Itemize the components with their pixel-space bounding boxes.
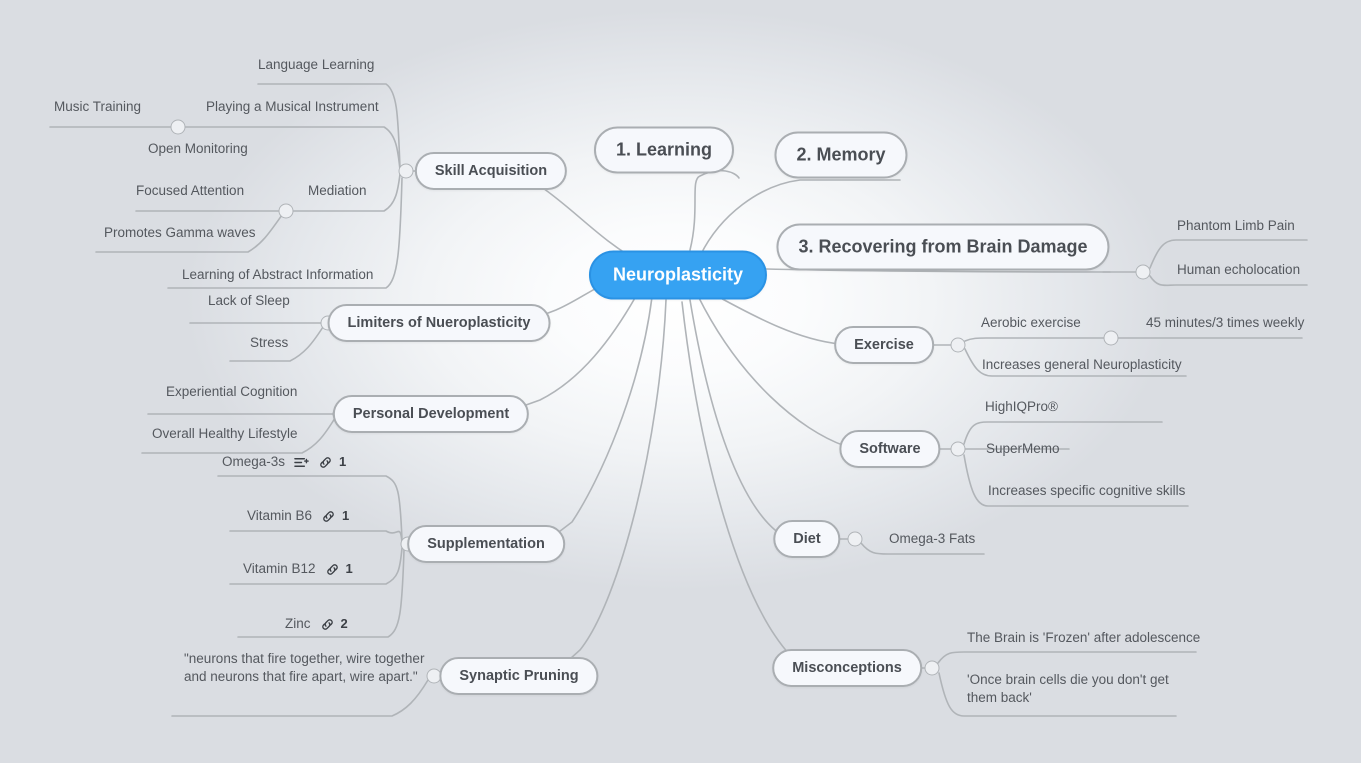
leaf-focused-attention[interactable]: Focused Attention <box>136 183 245 198</box>
leaf-learning-of-abstract-information[interactable]: Learning of Abstract Information <box>182 267 374 282</box>
leaf-music-training[interactable]: Music Training <box>54 99 142 114</box>
topic-node-recovering-from-brain-damage[interactable]: 3. Recovering from Brain Damage <box>776 223 1110 271</box>
topic-node-learning[interactable]: 1. Learning <box>593 126 735 174</box>
collapse-handle-playing-instrument[interactable] <box>170 119 186 135</box>
leaf-stress[interactable]: Stress <box>250 335 289 350</box>
leaf-brain-is-frozen-after-adolescence[interactable]: The Brain is 'Frozen' after adolescence <box>967 630 1201 645</box>
collapse-handle-exercise[interactable] <box>950 337 966 353</box>
collapse-handle-mediation[interactable] <box>278 203 294 219</box>
leaf-omega-3-fats[interactable]: Omega-3 Fats <box>889 531 976 546</box>
topic-node-software[interactable]: Software <box>839 430 941 468</box>
leaf-increases-specific-cognitive-skills[interactable]: Increases specific cognitive skills <box>988 483 1186 498</box>
leaf-aerobic-exercise[interactable]: Aerobic exercise <box>981 315 1081 330</box>
leaf-promotes-gamma-waves[interactable]: Promotes Gamma waves <box>104 225 256 240</box>
topic-node-exercise[interactable]: Exercise <box>834 326 934 364</box>
topic-node-misconceptions[interactable]: Misconceptions <box>772 649 922 687</box>
leaf-45-minutes-3-times-weekly[interactable]: 45 minutes/3 times weekly <box>1146 315 1305 330</box>
leaf-vitamin-b12[interactable]: Vitamin B12 1 <box>243 560 353 578</box>
root-node-neuroplasticity[interactable]: Neuroplasticity <box>588 250 768 300</box>
leaf-omega-3s-label: Omega-3s <box>222 454 286 469</box>
leaf-vitamin-b6[interactable]: Vitamin B6 1 <box>247 507 349 525</box>
link-count-zinc: 2 <box>340 616 348 632</box>
leaf-human-echolocation[interactable]: Human echolocation <box>1177 262 1301 277</box>
topic-node-limiters-of-nueroplasticity[interactable]: Limiters of Nueroplasticity <box>327 304 551 342</box>
link-count-vitamin-b6: 1 <box>342 508 350 524</box>
leaf-phantom-limb-pain[interactable]: Phantom Limb Pain <box>1177 218 1295 233</box>
collapse-handle-skill-acquisition[interactable] <box>398 163 414 179</box>
leaf-open-monitoring[interactable]: Open Monitoring <box>148 141 248 156</box>
leaf-lack-of-sleep[interactable]: Lack of Sleep <box>208 293 290 308</box>
leaf-language-learning[interactable]: Language Learning <box>258 57 375 72</box>
link-icon[interactable] <box>321 509 336 524</box>
leaf-supermemo[interactable]: SuperMemo <box>986 441 1060 456</box>
collapse-handle-recovering[interactable] <box>1135 264 1151 280</box>
topic-node-diet[interactable]: Diet <box>773 520 841 558</box>
leaf-omega-3s[interactable]: Omega-3s <box>222 453 346 471</box>
leaf-vitamin-b6-label: Vitamin B6 <box>247 508 313 523</box>
collapse-handle-diet[interactable] <box>847 531 863 547</box>
leaf-increases-general-neuroplasticity[interactable]: Increases general Neuroplasticity <box>982 357 1182 372</box>
collapse-handle-software[interactable] <box>950 441 966 457</box>
leaf-vitamin-b12-label: Vitamin B12 <box>243 561 316 576</box>
link-count-vitamin-b12: 1 <box>345 561 353 577</box>
leaf-highiqpro[interactable]: HighIQPro® <box>985 399 1058 414</box>
leaf-playing-a-musical-instrument[interactable]: Playing a Musical Instrument <box>206 99 379 114</box>
collapse-handle-misconceptions[interactable] <box>924 660 940 676</box>
leaf-once-brain-cells-die[interactable]: 'Once brain cells die you don't get them… <box>967 672 1169 706</box>
link-icon[interactable] <box>320 617 335 632</box>
topic-node-supplementation[interactable]: Supplementation <box>407 525 565 563</box>
leaf-mediation[interactable]: Mediation <box>308 183 367 198</box>
topic-node-personal-development[interactable]: Personal Development <box>332 395 530 433</box>
topic-node-synaptic-pruning[interactable]: Synaptic Pruning <box>439 657 599 695</box>
leaf-zinc[interactable]: Zinc 2 <box>285 615 348 633</box>
leaf-synaptic-pruning-quote[interactable]: "neurons that fire together, wire togeth… <box>184 651 425 685</box>
leaf-zinc-label: Zinc <box>285 616 311 631</box>
collapse-handle-aerobic-exercise[interactable] <box>1103 330 1119 346</box>
topic-node-memory[interactable]: 2. Memory <box>774 131 908 179</box>
note-add-icon[interactable] <box>294 455 309 470</box>
link-icon[interactable] <box>318 455 333 470</box>
leaf-overall-healthy-lifestyle[interactable]: Overall Healthy Lifestyle <box>152 426 298 441</box>
link-count-omega-3s: 1 <box>339 454 347 470</box>
topic-node-skill-acquisition[interactable]: Skill Acquisition <box>414 152 568 190</box>
link-icon[interactable] <box>325 562 340 577</box>
leaf-experiential-cognition[interactable]: Experiential Cognition <box>166 384 298 399</box>
